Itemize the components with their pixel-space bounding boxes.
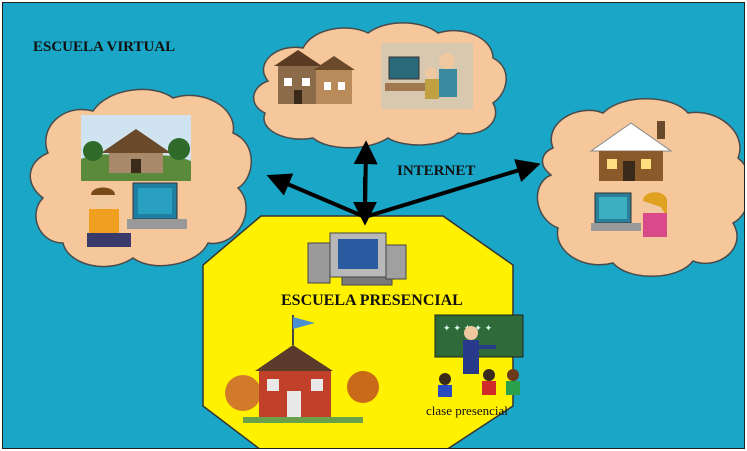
- cloud-right: [536, 98, 744, 277]
- classroom-caption: clase presencial: [426, 403, 508, 418]
- desktop-computer-icon: [307, 232, 407, 286]
- rural-school-icon: [81, 115, 191, 181]
- cloud-left: [29, 88, 252, 268]
- center-title: ESCUELA PRESENCIAL: [281, 292, 463, 309]
- arrow-to-left-cloud: [266, 173, 366, 219]
- connector-arrows: [266, 140, 541, 226]
- diagram-svg: ESCUELA VIRTUAL: [29, 22, 744, 448]
- student-at-computer-icon: [87, 182, 187, 247]
- cloud-top: [253, 22, 507, 149]
- diagram-title: ESCUELA VIRTUAL: [33, 39, 175, 55]
- girl-at-computer-icon: [591, 192, 668, 237]
- internet-label: INTERNET: [397, 163, 475, 179]
- arrow-to-right-cloud: [364, 159, 541, 219]
- teacher-at-computer-icon: [381, 43, 473, 109]
- snowy-house-icon: [589, 121, 673, 181]
- houses-icon: [274, 50, 355, 104]
- classroom-teacher-icon: ✦ ✦ ✦ ✦ ✦: [434, 314, 524, 397]
- school-building-icon: [225, 315, 379, 423]
